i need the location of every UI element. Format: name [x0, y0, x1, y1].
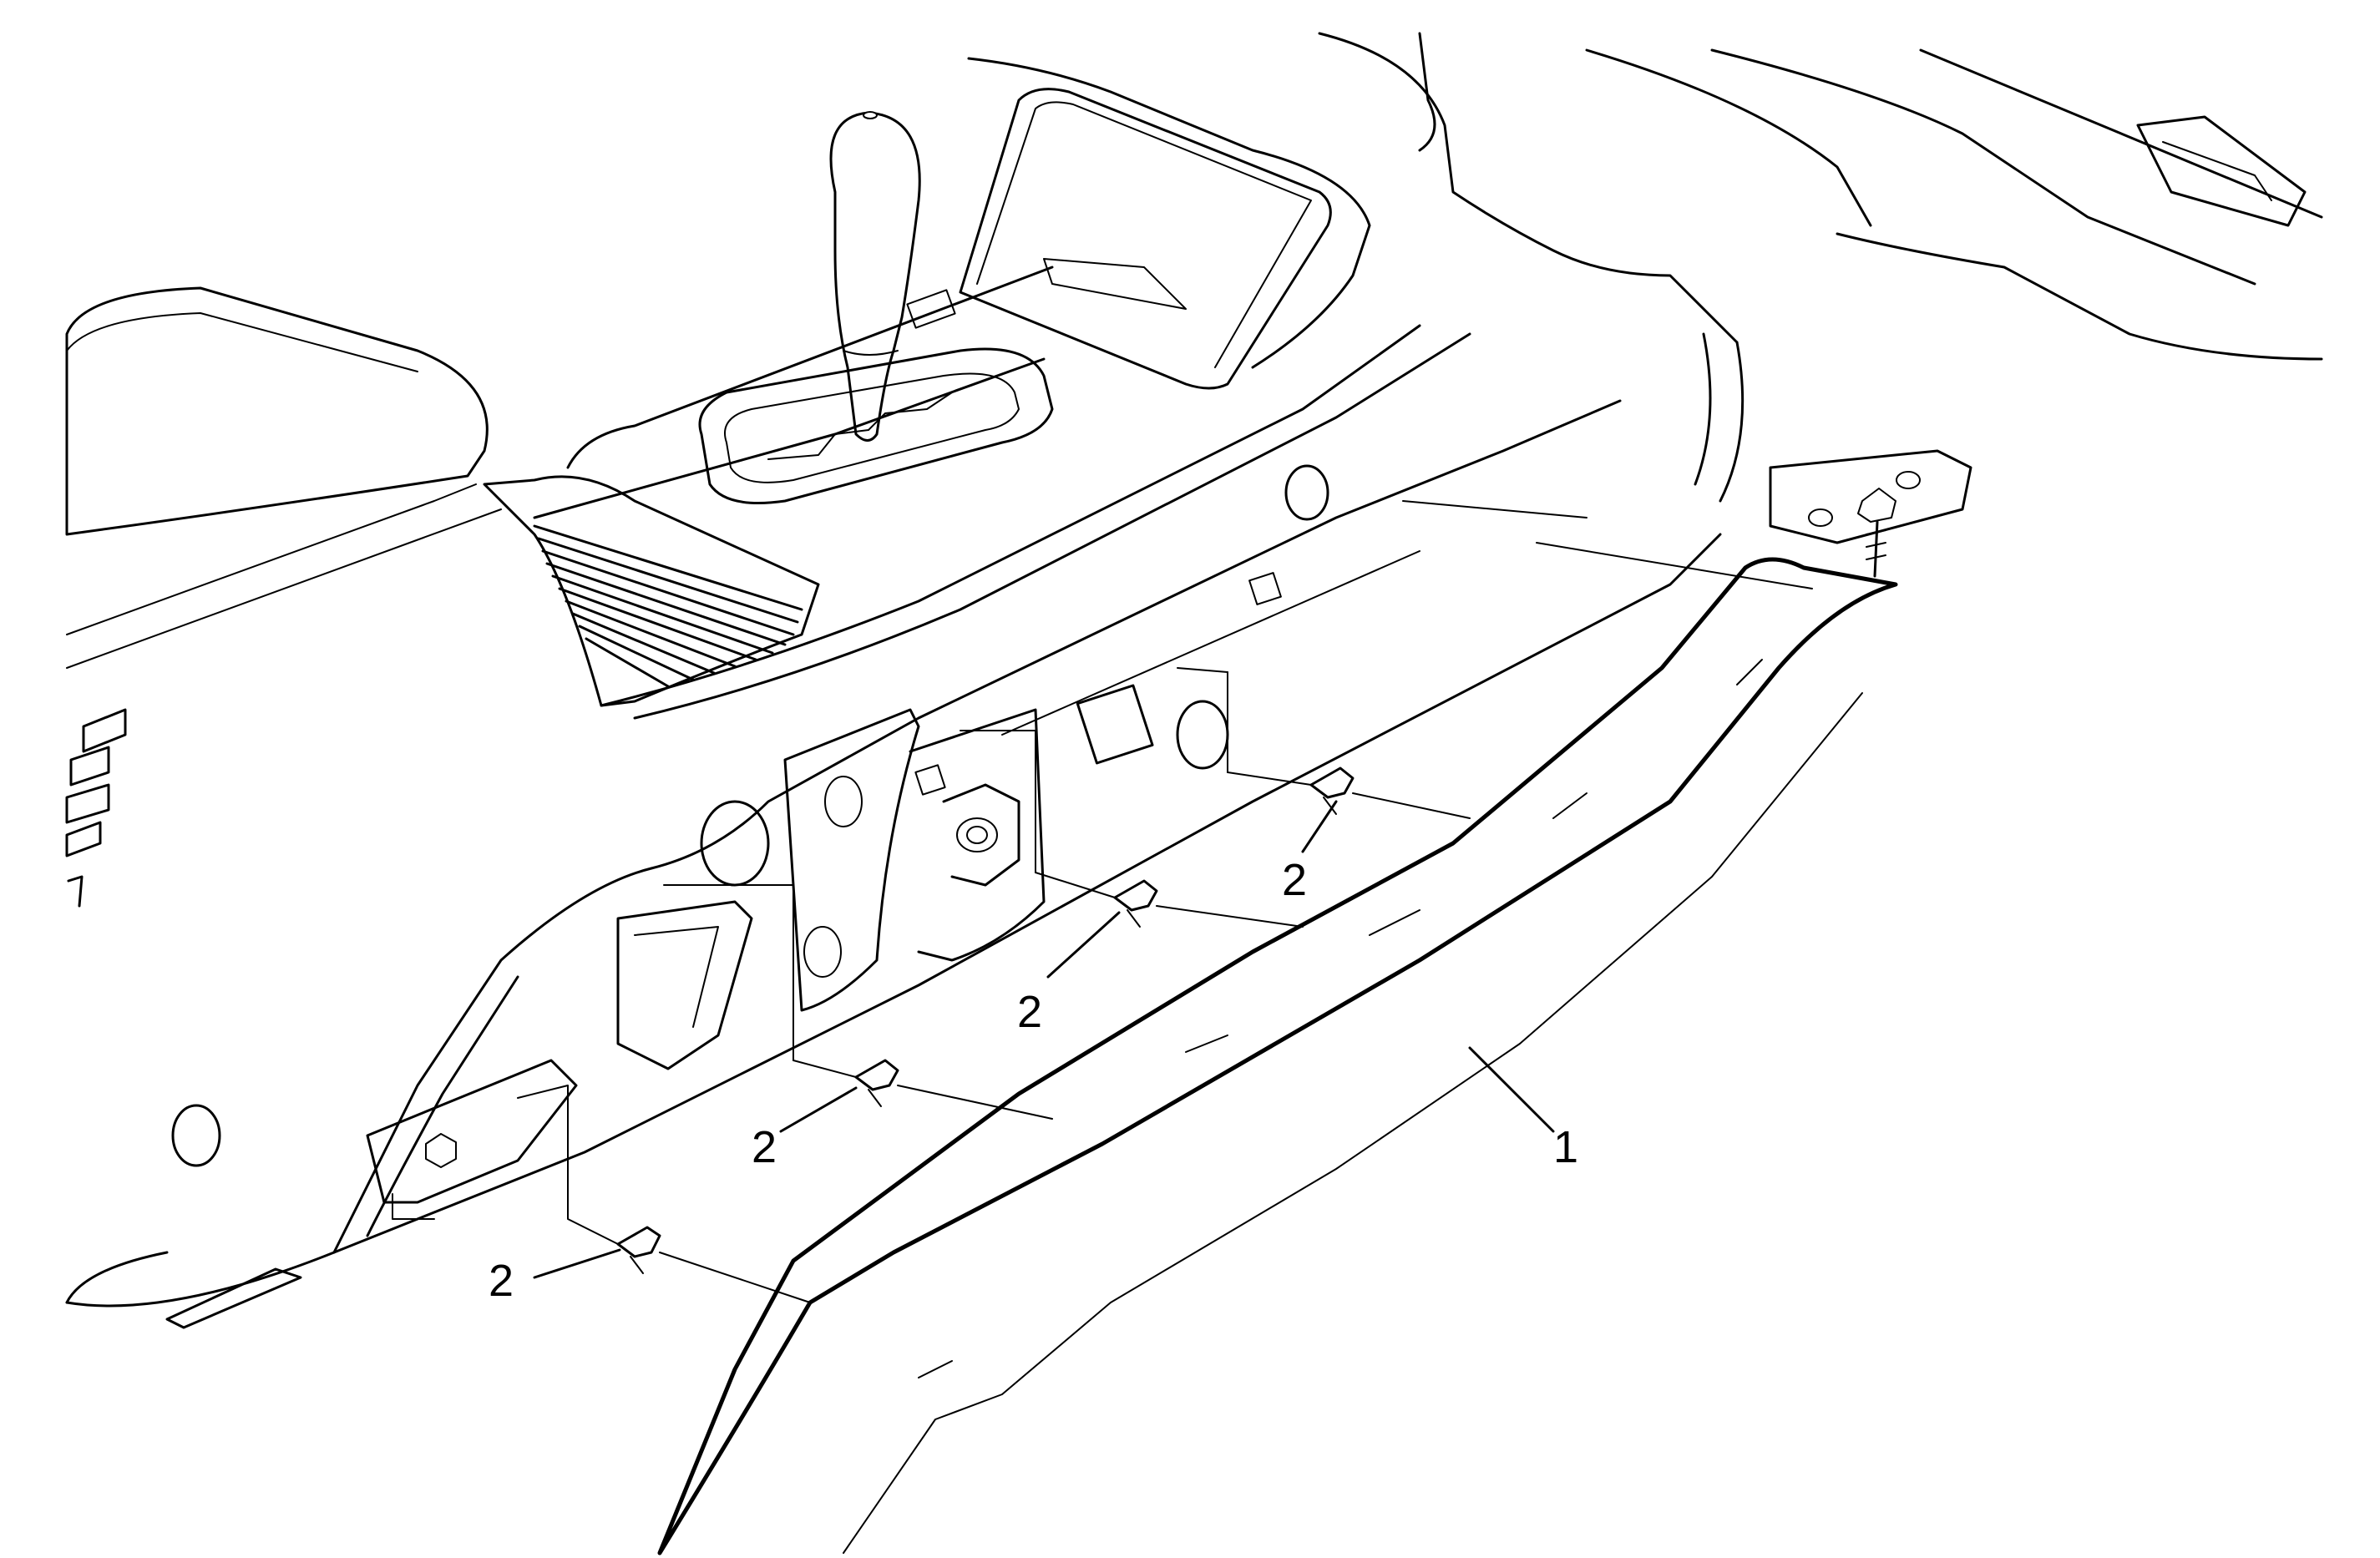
lower-bracket [366, 1059, 578, 1204]
callout-1: 1 [1553, 1122, 1578, 1172]
retainer-clip-b [663, 884, 1053, 1120]
retainer-clip-a [517, 1085, 811, 1303]
leader-line-1 [1468, 1046, 1555, 1133]
console-trim-panel [657, 557, 1898, 1555]
side-bracket [1769, 449, 1972, 544]
callout-2a: 2 [489, 1256, 514, 1306]
armrest-lid [65, 286, 489, 536]
mounting-plate [783, 708, 920, 1012]
shift-knob [829, 111, 921, 442]
leader-line-2b [779, 1086, 858, 1133]
console-tray [959, 88, 1332, 390]
leader-line-2d [1301, 800, 1338, 853]
leader-line-2a [533, 1248, 621, 1279]
callout-2d: 2 [1282, 855, 1307, 905]
retainer-clips [517, 500, 1813, 1303]
center-console-assembly [65, 32, 2323, 720]
callouts: 1 2 2 2 2 [489, 800, 1578, 1306]
callout-2c: 2 [1017, 987, 1042, 1037]
leader-line-2c [1046, 911, 1121, 979]
callout-2b: 2 [752, 1122, 777, 1172]
armrest-front-bin [483, 475, 820, 707]
retainer-clip-c [960, 730, 1304, 928]
shifter-bezel [698, 347, 1054, 504]
console-side-structure [65, 399, 1722, 1329]
retainer-clip-d [1177, 667, 1471, 819]
